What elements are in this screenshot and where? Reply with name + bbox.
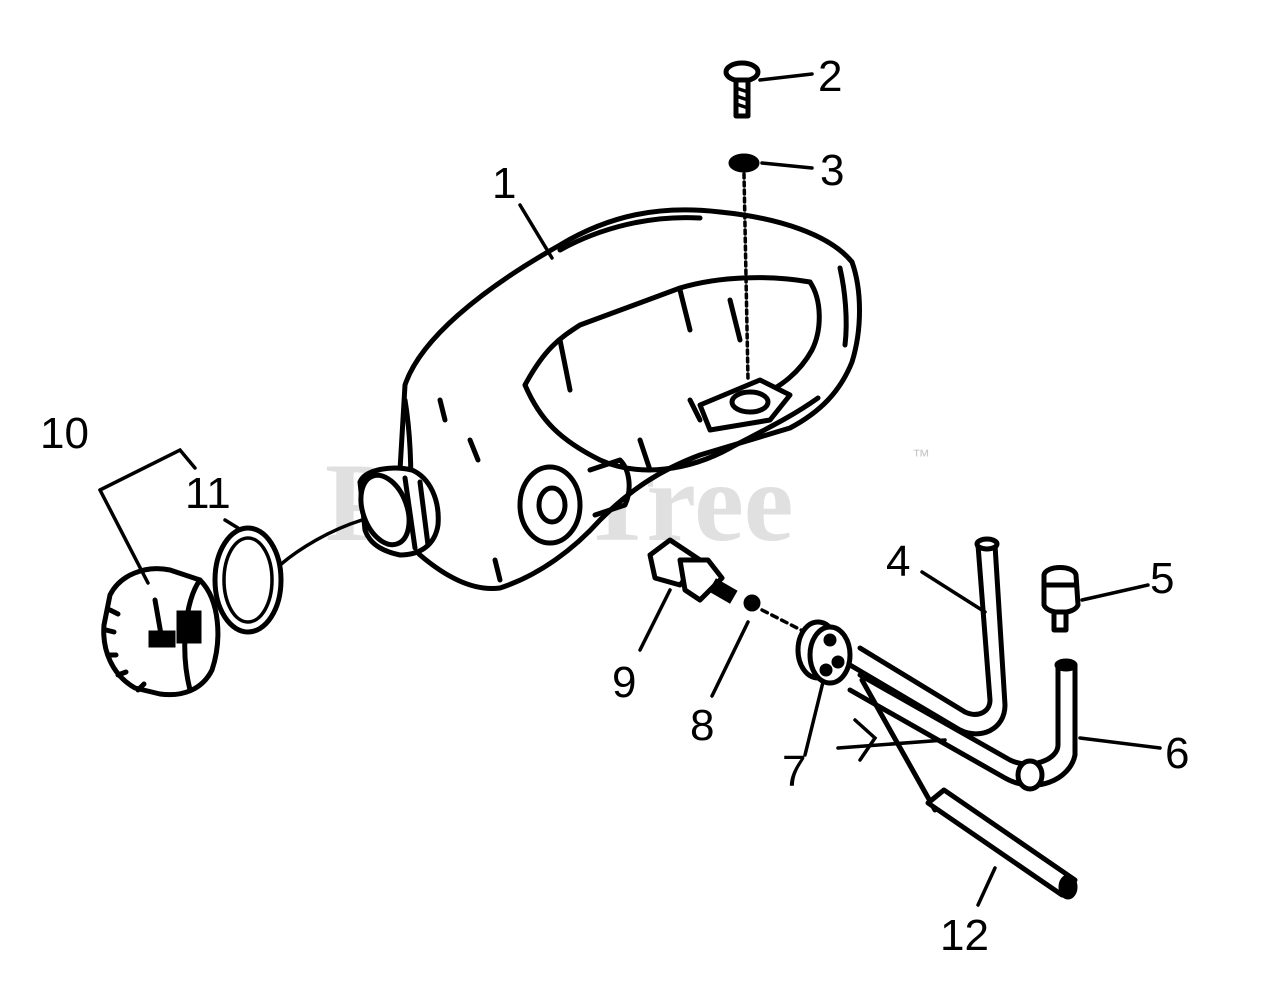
callout-3: 3: [820, 146, 844, 195]
part-11-gasket[interactable]: [212, 525, 284, 635]
callout-7: 7: [782, 747, 806, 796]
part-8-alignment-line: [760, 608, 807, 634]
callout-5: 5: [1150, 554, 1174, 603]
part-3-alignment-line: [742, 172, 750, 382]
callout-10: 10: [40, 409, 89, 458]
part-5-primer-bulb[interactable]: [1041, 565, 1081, 633]
part-1-fuel-tank[interactable]: [352, 207, 862, 592]
callout-11: 11: [185, 469, 231, 518]
part-2-screw[interactable]: [723, 60, 761, 119]
callout-9: 9: [612, 658, 636, 707]
callout-12: 12: [940, 911, 989, 960]
part-9-fuel-filter[interactable]: [647, 537, 738, 604]
part-6-return-line[interactable]: [847, 658, 1078, 792]
watermark-trademark: ™: [912, 446, 930, 466]
leader-lines: [98, 72, 1162, 907]
callout-4: 4: [886, 537, 910, 586]
part-10-fuel-cap[interactable]: [101, 566, 221, 698]
callout-2: 2: [818, 52, 842, 101]
part-3-washer[interactable]: [728, 153, 760, 173]
part-11-alignment-line: [278, 518, 364, 567]
callout-8: 8: [690, 701, 714, 750]
part-7-grommet[interactable]: [795, 619, 853, 686]
callout-6: 6: [1165, 729, 1189, 778]
callout-1: 1: [492, 159, 516, 208]
part-8-o-ring[interactable]: [743, 594, 761, 612]
